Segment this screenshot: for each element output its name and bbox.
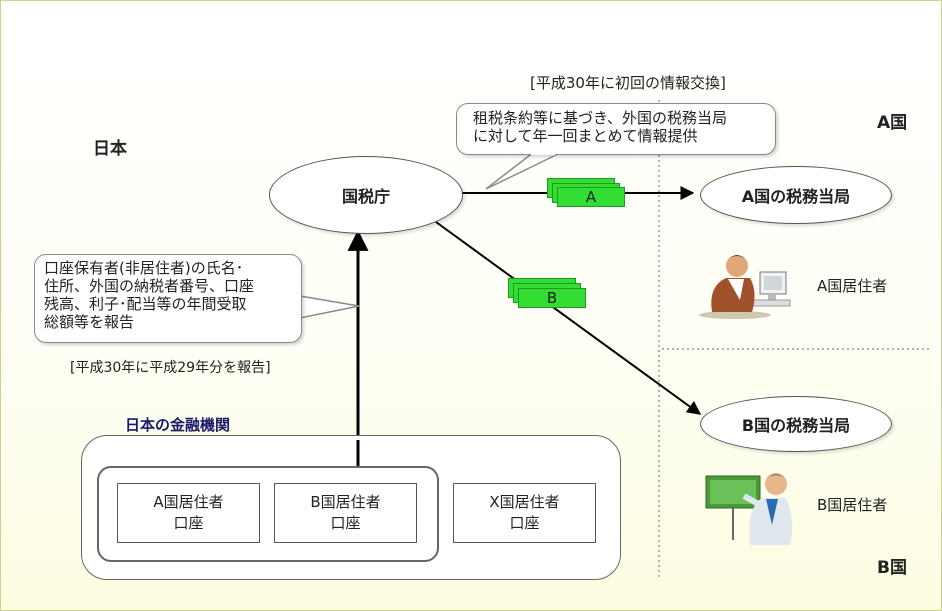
report-callout-line: 残高、利子･配当等の年間受取: [44, 295, 247, 313]
exchange-callout: 租税条約等に基づき、外国の税務当局 に対して年一回まとめて情報提供: [456, 103, 776, 155]
account-a: A国居住者 口座: [117, 483, 260, 543]
account-x-line2: 口座: [509, 514, 540, 532]
exchange-callout-line: 租税条約等に基づき、外国の税務当局: [473, 109, 727, 127]
packet-b-label: B: [546, 289, 558, 307]
packet-a: A: [547, 178, 625, 207]
tax-authority-b-label: B国の税務当局: [741, 416, 851, 435]
packet-a-label: A: [585, 188, 597, 206]
packet-b: B: [508, 278, 586, 308]
country-a-label: A国: [877, 113, 908, 133]
nta-node: 国税庁: [269, 156, 463, 234]
account-b-line2: 口座: [330, 514, 361, 532]
account-b: B国居住者 口座: [274, 483, 417, 543]
account-x: X国居住者 口座: [453, 483, 596, 543]
resident-b-label: B国居住者: [817, 496, 888, 514]
arrow-to-b: [435, 221, 702, 415]
institutions-title: 日本の金融機関: [125, 416, 231, 434]
report-note: [平成30年に平成29年分を報告]: [70, 360, 271, 376]
tax-authority-b-node: B国の税務当局: [700, 396, 892, 452]
report-callout-line: 住所、外国の納税者番号、口座: [44, 277, 255, 295]
japan-label: 日本: [93, 139, 127, 159]
report-callout-line: 総額等を報告: [44, 313, 135, 331]
tax-authority-a-label: A国の税務当局: [741, 187, 851, 206]
nta-label: 国税庁: [341, 187, 390, 206]
account-x-line1: X国居住者: [489, 493, 560, 511]
resident-a-label: A国居住者: [817, 277, 888, 295]
account-b-line1: B国居住者: [310, 493, 381, 511]
account-a-line1: A国居住者: [153, 493, 224, 511]
report-callout-line: 口座保有者(非居住者)の氏名･: [44, 259, 244, 277]
exchange-callout-line: に対して年一回まとめて情報提供: [473, 127, 698, 145]
report-callout: 口座保有者(非居住者)の氏名･ 住所、外国の納税者番号、口座 残高、利子･配当等…: [34, 254, 302, 343]
country-b-label: B国: [877, 558, 907, 578]
exchange-note: [平成30年に初回の情報交換]: [530, 74, 726, 92]
tax-authority-a-node: A国の税務当局: [700, 166, 892, 224]
account-a-line2: 口座: [173, 514, 204, 532]
